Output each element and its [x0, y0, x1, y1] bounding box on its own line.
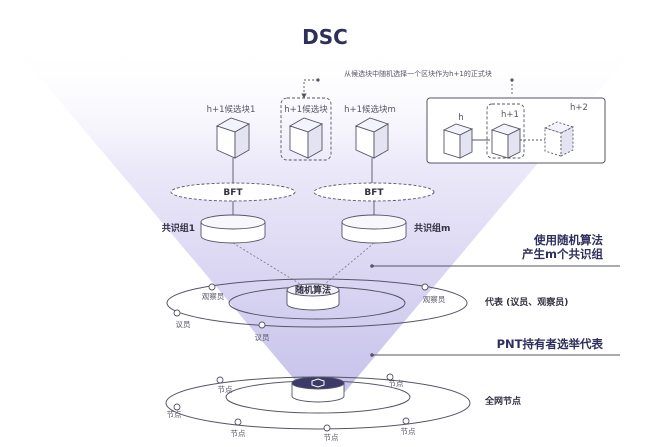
rep-node-councilor-left: [173, 309, 181, 317]
consensus-group-m-label: 共识组m: [414, 222, 450, 234]
net-node-6: [402, 417, 410, 425]
candidate-1-label: h+1候选块1: [207, 104, 256, 115]
selection-dot-left: [316, 78, 320, 82]
candidate-m-cube: [354, 117, 390, 159]
chain-h2-label: h+2: [570, 103, 588, 113]
rep-node-councilor-bottom: [258, 321, 266, 329]
pnt-note: PNT持有者选举代表: [497, 337, 604, 351]
candidate-m-label: h+1候选块m: [344, 104, 396, 115]
selection-note: 从候选块中随机选择一个区块作为h+1的正式块: [344, 69, 492, 78]
rep-label-observer-right: 观察员: [423, 294, 446, 304]
random-note-line2: 产生m个共识组: [522, 247, 603, 261]
net-node-5: [323, 424, 331, 432]
chain-h-label: h: [458, 113, 463, 123]
rep-label-observer-left: 观察员: [202, 291, 225, 301]
pnt-note-dot: [370, 353, 374, 357]
diagram-title: DSC: [302, 25, 348, 49]
rep-label-councilor-left: 议员: [176, 320, 191, 329]
consensus-group-1-label: 共识组1: [162, 222, 195, 234]
random-algorithm-cylinder: [286, 283, 340, 311]
random-note-dot: [370, 264, 374, 268]
bft-label-1: BFT: [223, 188, 243, 198]
net-node-2: [386, 373, 394, 381]
chain-h1-frame: [486, 103, 525, 159]
candidate-selected-frame: [280, 97, 332, 161]
representatives-ring-label: 代表 (议员、观察员): [484, 296, 568, 308]
candidate-selected-cube: [288, 117, 324, 159]
net-node-1: [216, 376, 224, 384]
consensus-group-1-cylinder: [200, 214, 266, 244]
rep-node-observer-right: [421, 283, 429, 291]
random-note-line1: 使用随机算法: [533, 233, 603, 247]
all-nodes-ring-label: 全网节点: [484, 395, 521, 407]
consensus-group-m-cylinder: [341, 214, 407, 244]
candidate-1-cube: [215, 117, 251, 159]
pnt-token-cylinder: [291, 376, 345, 403]
rep-label-councilor-bottom: 议员: [255, 333, 270, 342]
random-algorithm-label: 随机算法: [295, 284, 331, 296]
net-label-4: 节点: [231, 429, 246, 438]
bft-label-m: BFT: [364, 188, 384, 198]
random-to-group-1: [232, 242, 301, 285]
chain-h2-cube: [543, 121, 575, 157]
net-label-5: 节点: [324, 433, 339, 442]
random-to-group-m: [324, 242, 375, 285]
selection-dot-right: [510, 78, 514, 82]
chain-h-cube: [442, 123, 474, 159]
net-label-2: 节点: [389, 379, 404, 388]
selection-arrow-left: [301, 79, 318, 99]
chain-h1-label: h+1: [501, 110, 519, 120]
bft-ellipse-1: [170, 182, 296, 202]
net-label-1: 节点: [218, 385, 233, 394]
net-label-3: 节点: [167, 410, 182, 419]
net-node-4: [234, 418, 242, 426]
rep-node-observer-left: [208, 283, 216, 291]
candidate-selected-label: h+1候选块: [284, 104, 328, 115]
representatives-outer-ring: [166, 278, 468, 328]
net-node-3: [173, 403, 181, 411]
net-label-6: 节点: [401, 427, 416, 436]
chain-h1-cube: [490, 123, 522, 159]
